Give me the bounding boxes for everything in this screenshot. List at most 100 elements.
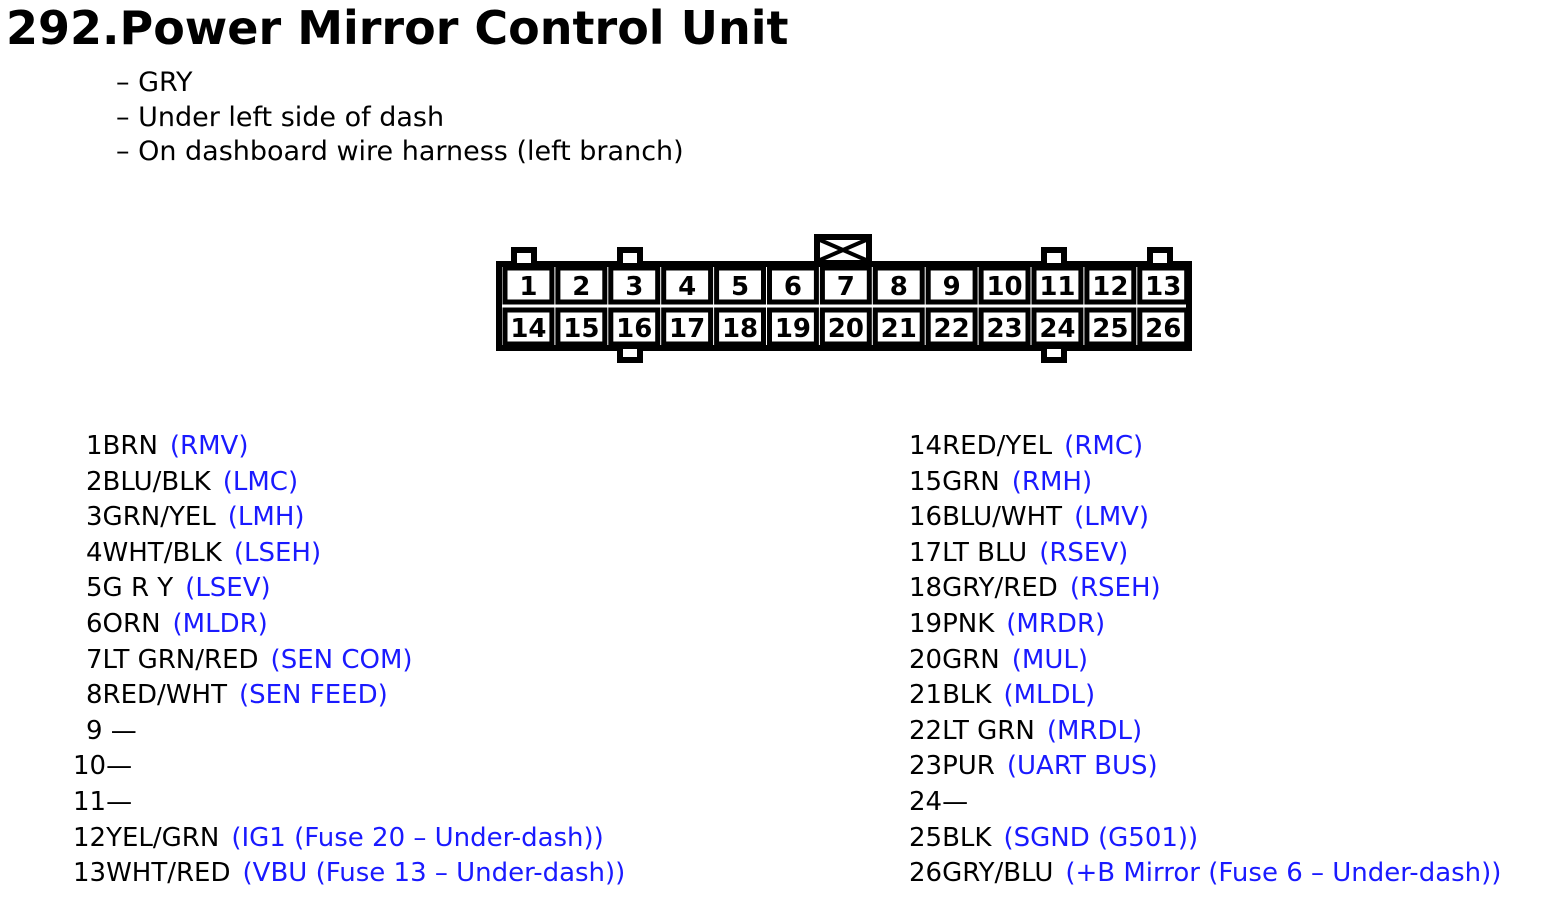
connector-pin-cell: [502, 307, 555, 347]
wire-color: —: [102, 715, 137, 746]
pin-function: (RSEH): [1069, 573, 1161, 604]
connector-pin-number: 8: [890, 272, 908, 302]
pin-entry-26: 26GRY/BLU(+B Mirror (Fuse 6 – Under-dash…: [909, 855, 1501, 891]
pin-entry-6: 6ORN (MLDR): [86, 606, 268, 642]
connector-pin-number: 11: [1039, 272, 1075, 302]
connector-pin-number: 26: [1145, 314, 1181, 344]
connector-pin-cell: [608, 265, 661, 305]
wire-color: LT BLU: [942, 537, 1028, 568]
connector-pin-cell: [661, 265, 714, 305]
pin-entry-21: 21BLK(MLDL): [909, 677, 1095, 713]
wire-color: WHT/BLK: [102, 537, 222, 568]
wire-color: GRY/RED: [942, 573, 1058, 604]
pin-entry-20: 20GRN(MUL): [909, 642, 1088, 678]
pin-number: 12: [73, 822, 107, 853]
wire-color: RED/YEL: [942, 431, 1053, 461]
pin-entry-5: 5G R Y (LSEV): [86, 570, 271, 606]
pin-number: 10: [73, 751, 107, 782]
connector-pin-cell: [714, 307, 767, 347]
pin-entry-4: 4WHT/BLK(LSEH): [86, 535, 321, 571]
connector-pin-number: 19: [775, 314, 811, 344]
pin-number: 23: [909, 751, 943, 782]
pin-function: (VBU (Fuse 13 – Under-dash)): [242, 858, 626, 889]
pin-number: 22: [909, 715, 943, 746]
pin-entry-14: 14RED/YEL(RMC): [909, 428, 1143, 464]
pin-entry-24: 24—: [909, 784, 980, 820]
connector-pin-number: 18: [722, 314, 758, 344]
pin-entry-23: 23PUR(UART BUS): [909, 748, 1158, 784]
pin-entry-25: 25BLK(SGND (G501)): [909, 820, 1198, 856]
wire-color: G R Y: [102, 573, 174, 604]
pin-function: (MRDL): [1046, 715, 1143, 746]
connector-pin-number: 13: [1145, 272, 1181, 302]
connector-location-line: – Under left side of dash: [116, 101, 445, 133]
connector-pin-number: 24: [1039, 314, 1075, 344]
pin-entry-13: 13WHT/RED (VBU (Fuse 13 – Under-dash)): [73, 855, 625, 891]
connector-pin-cell: [608, 307, 661, 347]
pin-function: (MRDR): [1006, 609, 1106, 639]
pin-function: (LSEV): [185, 573, 271, 604]
connector-pin-cell: [767, 307, 819, 347]
pin-entry-1: 1BRN(RMV): [86, 428, 248, 464]
connector-pin-cell: [555, 307, 608, 347]
pin-number: 8: [86, 680, 103, 711]
connector-pin-cell: [714, 265, 767, 305]
connector-pin-number: 5: [731, 272, 749, 302]
pin-number: 6: [86, 609, 103, 639]
pin-function: (UART BUS): [1006, 751, 1158, 782]
pin-function: (RMV): [169, 431, 249, 461]
pin-function: (MLDL): [1003, 680, 1096, 711]
pin-number: 5: [86, 573, 103, 604]
connector-pin-cell: [872, 265, 925, 305]
pin-entry-3: 3GRN/YEL(LMH): [86, 499, 305, 535]
connector-pin-cell: [1137, 265, 1190, 305]
connector-pin-cell: [767, 265, 819, 305]
wire-color: YEL/GRN: [106, 822, 220, 853]
connector-pin-cell: [925, 307, 978, 347]
pin-number: 17: [909, 537, 943, 568]
pin-number: 14: [909, 431, 943, 461]
connector-pin-cell: [978, 265, 1031, 305]
wire-color: PNK: [942, 609, 995, 639]
wire-color: ORN: [102, 609, 161, 639]
pin-function: (SEN FEED): [238, 680, 388, 711]
wire-color: WHT/RED: [106, 858, 231, 889]
pin-number: 9: [86, 715, 103, 746]
top-lock-tab: [617, 247, 643, 269]
pin-number: 13: [73, 858, 107, 889]
pin-entry-17: 17LT BLU(RSEV): [909, 535, 1128, 571]
top-lock-tab: [1147, 247, 1173, 269]
pin-function: (MLDR): [172, 609, 268, 639]
wire-color: GRN: [942, 466, 1000, 497]
connector-pin-number: 25: [1092, 314, 1128, 344]
connector-pin-cell: [819, 307, 872, 347]
pin-entry-15: 15GRN(RMH): [909, 464, 1092, 500]
pin-number: 24: [909, 787, 943, 817]
connector-pin-cell: [978, 307, 1031, 347]
pin-function: (LMH): [227, 502, 305, 533]
wire-color: —: [106, 787, 133, 817]
connector-pin-cell: [1137, 307, 1190, 347]
pin-function: (SGND (G501)): [1003, 822, 1199, 853]
connector-pin-cell: [502, 265, 555, 305]
connector-pin-number: 9: [943, 272, 961, 302]
pin-number: 25: [909, 822, 943, 853]
pin-entry-10: 10—: [73, 748, 144, 784]
pin-entry-18: 18GRY/RED(RSEH): [909, 570, 1161, 606]
connector-pin-number: 3: [625, 272, 643, 302]
pin-entry-11: 11—: [73, 784, 144, 820]
pin-function: (+B Mirror (Fuse 6 – Under-dash)): [1065, 858, 1502, 889]
wire-color: LT GRN: [942, 715, 1035, 746]
pin-function: (LSEH): [233, 537, 322, 568]
connector-pin-number: 2: [572, 272, 590, 302]
pin-number: 15: [909, 466, 943, 497]
connector-pin-number: 20: [828, 314, 864, 344]
page-title: 292.Power Mirror Control Unit: [6, 1, 789, 55]
top-lock-tab: [1041, 247, 1067, 269]
pin-function: (MUL): [1011, 644, 1089, 675]
wire-color: BLU/BLK: [102, 466, 211, 497]
pin-function: (SEN COM): [270, 644, 413, 675]
bottom-lock-tab: [1041, 343, 1067, 363]
connector-harness-line: – On dashboard wire harness (left branch…: [116, 136, 684, 167]
wire-color: GRN: [942, 644, 1000, 675]
